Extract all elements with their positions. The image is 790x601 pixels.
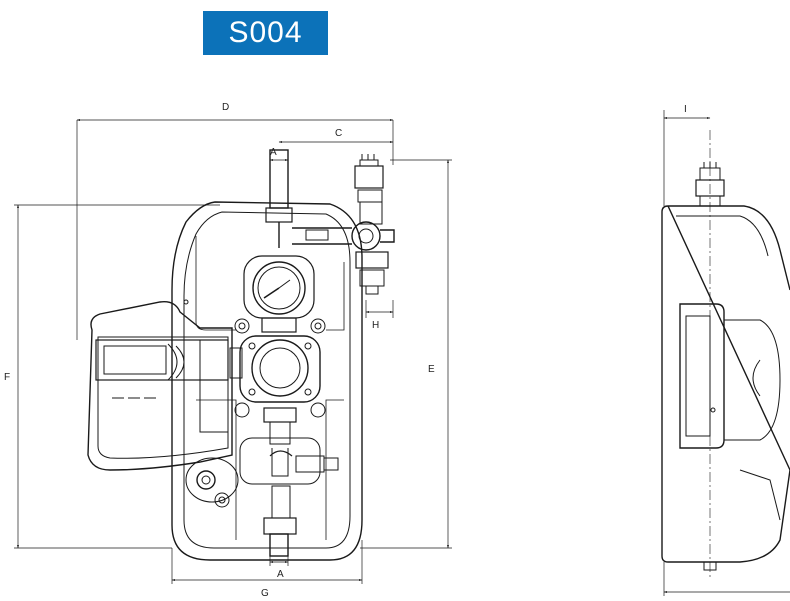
pressure-gauge	[252, 261, 306, 315]
side-housing	[661, 205, 790, 563]
dim-label-h: H	[372, 320, 379, 331]
housing-outline	[171, 201, 363, 561]
circulation-pump	[229, 335, 321, 403]
front-view	[87, 149, 395, 561]
return-pipe-bottom	[269, 533, 289, 557]
dimension-lines	[14, 110, 790, 596]
dim-label-i: I	[684, 104, 687, 115]
dim-label-c: C	[335, 128, 342, 139]
valve-body	[351, 221, 381, 251]
safety-valve	[354, 165, 384, 189]
housing-inner	[183, 211, 351, 549]
controller-unit	[87, 301, 233, 471]
dim-label-a-bottom: A	[277, 569, 284, 580]
dim-label-d: D	[222, 102, 229, 113]
dim-label-e: E	[428, 364, 435, 375]
dim-label-f: F	[4, 372, 10, 383]
flow-meter	[271, 485, 291, 519]
supply-pipe-top	[269, 149, 289, 209]
dim-label-g: G	[261, 588, 269, 599]
model-badge: S004	[203, 11, 328, 55]
dim-label-a-top: A	[270, 147, 277, 158]
side-view	[661, 162, 790, 571]
